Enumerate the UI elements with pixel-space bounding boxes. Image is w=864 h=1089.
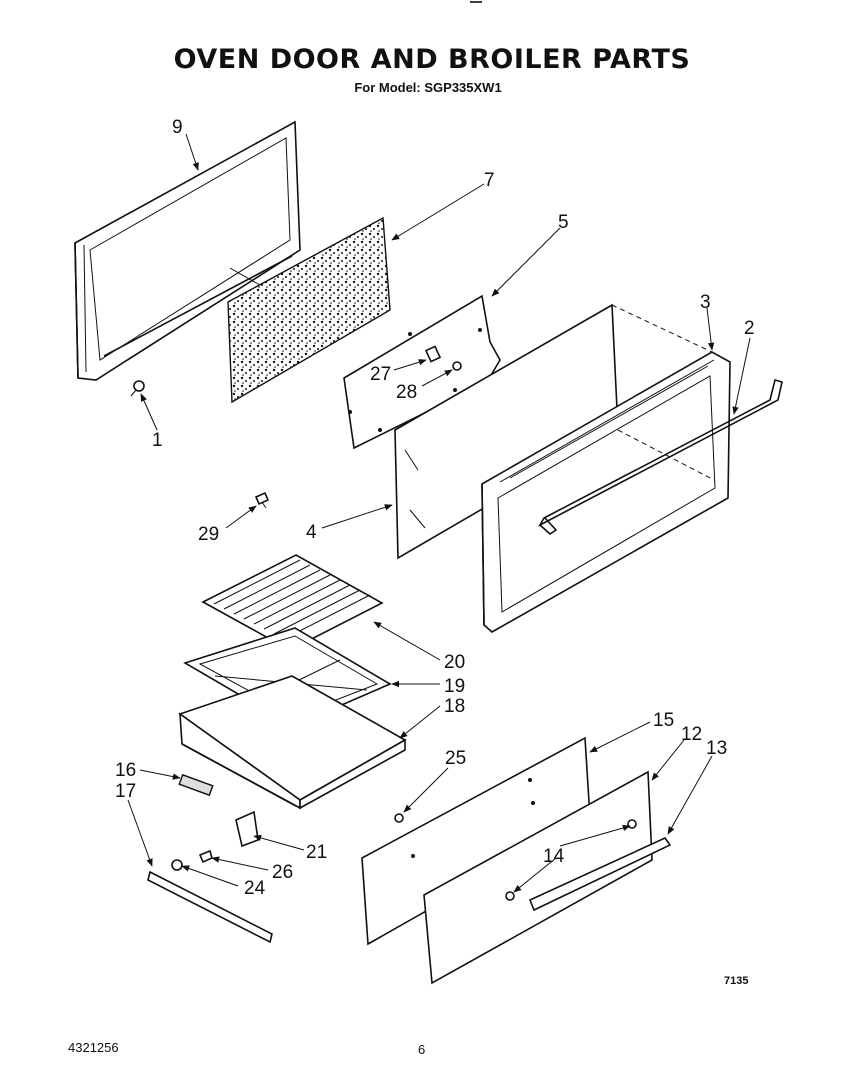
part-5-shield [343, 294, 501, 450]
callout-labels: 9 7 5 3 2 1 27 28 4 29 20 19 18 16 17 25… [115, 117, 755, 899]
part-26-screw [198, 849, 213, 864]
callout-18: 18 [444, 696, 465, 717]
part-29-screw [254, 491, 270, 509]
callout-26: 26 [272, 862, 293, 883]
callout-16: 16 [115, 760, 136, 781]
part-28-screw [452, 361, 462, 371]
part-12-drawer-front [423, 770, 653, 985]
page-number: 6 [418, 1042, 426, 1057]
callout-24: 24 [244, 878, 266, 899]
part-27-bracket [424, 345, 442, 363]
callout-19: 19 [444, 676, 465, 697]
callout-15: 15 [653, 710, 674, 731]
part-21-bracket [235, 810, 259, 848]
part-18-broiler-drawer [178, 675, 407, 810]
callout-29: 29 [198, 524, 219, 545]
callout-2: 2 [744, 318, 755, 339]
callout-1: 1 [152, 430, 163, 451]
callout-20: 20 [444, 652, 465, 673]
callout-12: 12 [681, 724, 702, 745]
callout-17: 17 [115, 781, 136, 802]
callout-28: 28 [396, 382, 417, 403]
page-title: OVEN DOOR AND BROILER PARTS [173, 44, 691, 75]
callout-13: 13 [706, 738, 727, 759]
callout-27: 27 [370, 364, 391, 385]
part-9-inner-door-frame [74, 120, 301, 381]
part-13-drawer-handle [528, 836, 672, 912]
part-25-screw [394, 813, 404, 823]
model-subtitle: For Model: SGP335XW1 [354, 80, 502, 95]
part-16-roller [178, 773, 214, 797]
leader-lines [127, 133, 751, 893]
callout-3: 3 [700, 292, 711, 313]
document-number: 4321256 [68, 1040, 119, 1055]
callout-9: 9 [172, 117, 183, 138]
callout-14: 14 [543, 846, 565, 867]
part-1-screw [130, 380, 145, 397]
callout-4: 4 [306, 522, 317, 543]
callout-5: 5 [558, 212, 569, 233]
callout-7: 7 [484, 170, 495, 191]
part-24-nut [171, 859, 183, 871]
callout-21: 21 [306, 842, 327, 863]
part-20-broiler-grid [201, 554, 384, 651]
callout-25: 25 [445, 748, 466, 769]
part-17-slide-rail [147, 870, 273, 944]
part-7-insulation [227, 216, 391, 404]
figure-code: 7135 [724, 975, 749, 987]
part-2-handle [537, 379, 783, 536]
part-3-outer-door [481, 304, 731, 633]
